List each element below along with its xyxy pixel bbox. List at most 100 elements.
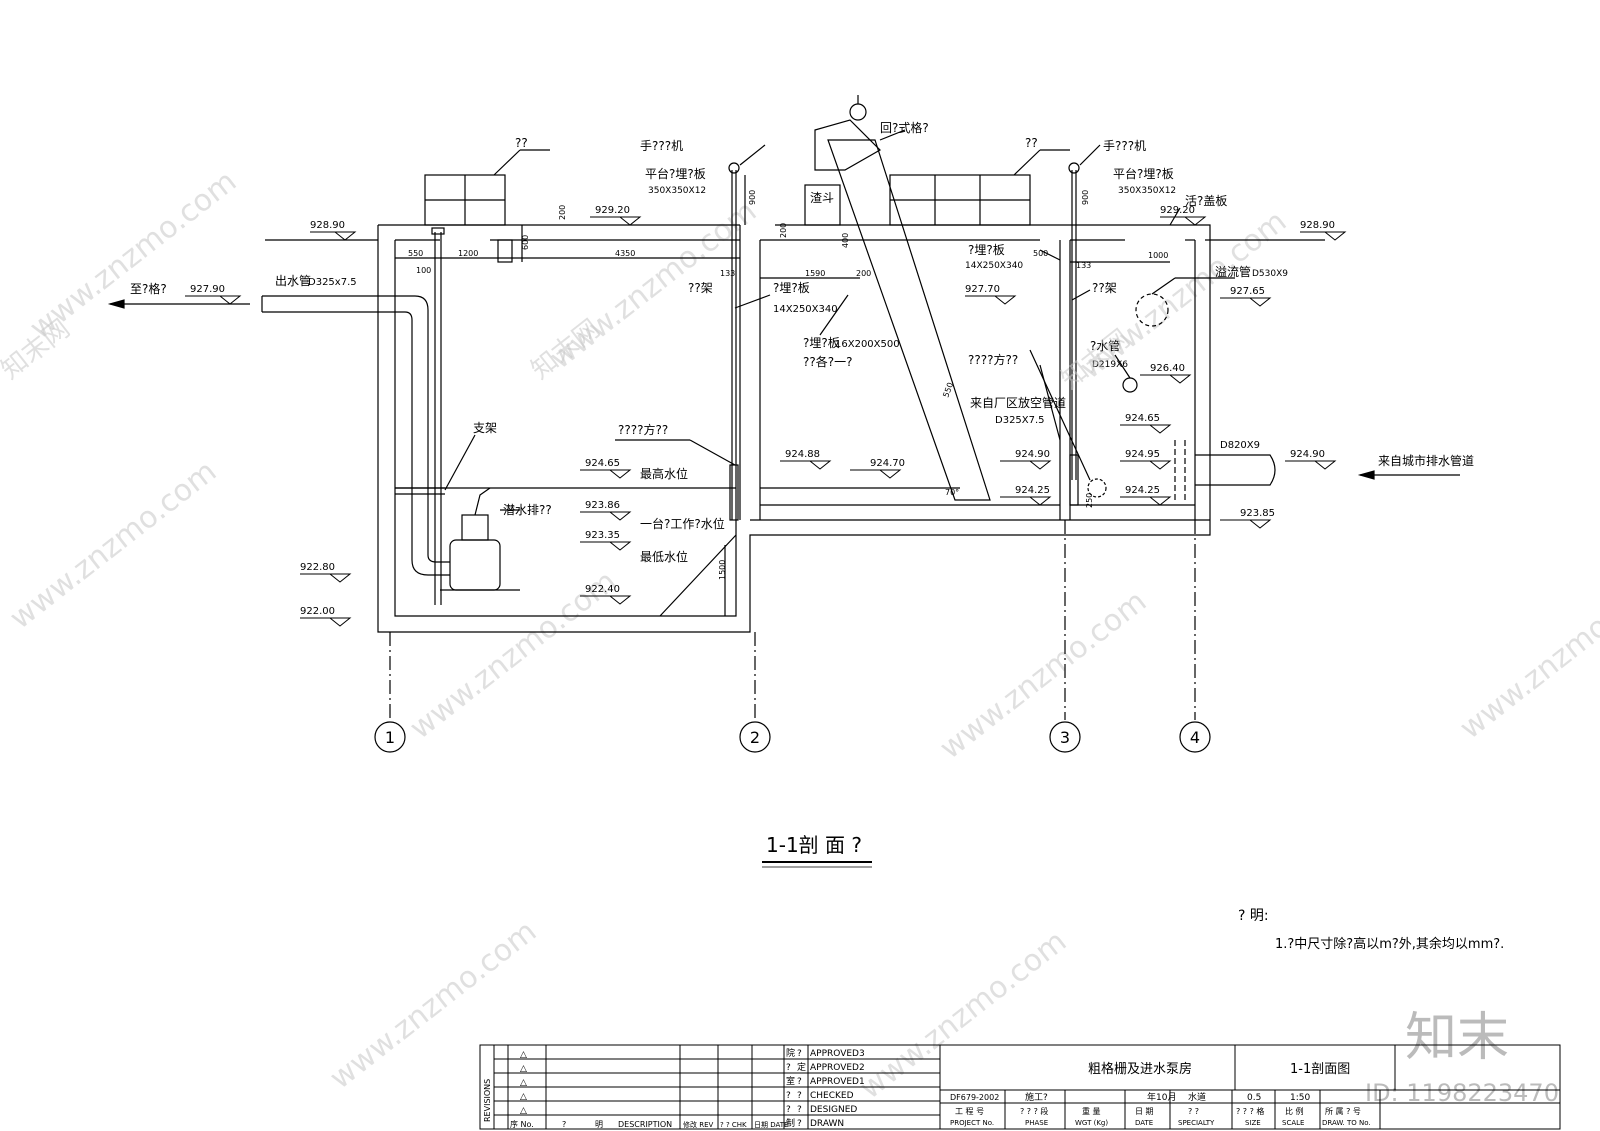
elev-screen-in: 924.90: [1015, 449, 1050, 460]
dim-500: 500: [1033, 249, 1048, 258]
axis-label-4: 4: [1190, 728, 1200, 747]
label-drain: 来自厂区放空管道: [970, 395, 1066, 410]
label-work-water: 一台?工作?水位: [640, 516, 725, 531]
tb-lbl-phase-en: PHASE: [1025, 1119, 1048, 1127]
label-inlet-size: D820X9: [1220, 440, 1260, 451]
tb-lbl-drawto-en: DRAW. TO No.: [1322, 1119, 1371, 1127]
label-embed-plate-2: ?埋?板: [968, 243, 1005, 257]
elev-outlet-pipe: 927.90: [190, 284, 225, 295]
dim-133b: 133: [1076, 261, 1091, 270]
dim-70: 70°: [945, 488, 959, 497]
tb-lbl-phase: ? ? ? 段: [1020, 1106, 1048, 1116]
dim-1200: 1200: [458, 249, 478, 258]
tb-lbl-date: 日 期: [1135, 1107, 1154, 1116]
label-pump: 潜水排??: [503, 503, 552, 517]
tb-row-role: APPROVED1: [810, 1077, 865, 1087]
label-frame-2: ??架: [1092, 281, 1117, 295]
label-max-water: 最高水位: [640, 466, 688, 481]
tb-date: 年10月: [1147, 1091, 1176, 1103]
label-steel-2: ????方??: [968, 352, 1018, 367]
elev-channel-2: 924.70: [870, 458, 905, 469]
tb-row-mark2: ?: [797, 1077, 802, 1087]
brand-logo: 知末: [1405, 1008, 1509, 1068]
tb-triangle: △: [520, 1050, 527, 1060]
tb-lbl-specialty-en: SPECIALTY: [1178, 1119, 1215, 1127]
dim-200b: 200: [779, 223, 788, 238]
label-inlet: 来自城市排水管道: [1378, 453, 1474, 468]
elev-ground-left: 928.90: [310, 220, 345, 231]
tb-row-mark2: 定: [797, 1061, 806, 1073]
elev-base-2: 922.00: [300, 606, 335, 617]
tb-lbl-weight: 重 量: [1082, 1106, 1101, 1116]
watermark-text: www.znzmo.com: [3, 454, 223, 636]
tb-triangle: △: [520, 1106, 527, 1116]
tb-triangle: △: [520, 1064, 527, 1074]
elev-pump-floor: 922.40: [585, 584, 620, 595]
dim-550: 550: [408, 249, 423, 258]
tb-triangle: △: [520, 1092, 527, 1102]
dim-250: 250: [1085, 493, 1094, 508]
axis-label-3: 3: [1060, 728, 1070, 747]
tb-row-role: DRAWN: [810, 1119, 844, 1129]
tb-drawing-name: 1-1剖面图: [1290, 1062, 1350, 1077]
dim-200c: 200: [856, 269, 871, 278]
label-drain-size: D325X7.5: [995, 415, 1045, 426]
elev-max-water: 924.65: [585, 458, 620, 469]
tb-hdr-no: 序 No.: [510, 1119, 534, 1129]
tb-revisions: REVISIONS: [483, 1079, 492, 1122]
label-embed-plate-3-size: 16X200X500: [835, 339, 900, 350]
label-screen: 回?式格?: [880, 120, 929, 135]
tb-row-mark: ?: [786, 1063, 791, 1073]
elev-top-deck-right: 929.20: [1160, 205, 1195, 216]
tb-row-mark2: ?: [797, 1119, 802, 1129]
tb-row-mark: 室: [786, 1075, 795, 1087]
dim-200: 200: [558, 205, 567, 220]
label-embed-plate-3-note: ??各?一?: [803, 354, 852, 369]
label-water-pipe: ?水管: [1090, 338, 1120, 353]
tb-hdr-date: 日期 DATE: [754, 1121, 788, 1129]
dim-1500: 1500: [718, 560, 727, 580]
tb-hdr-q: ?: [562, 1120, 566, 1129]
image-id: ID: 1198223470: [1365, 1079, 1559, 1107]
elev-screen-bottom: 924.25: [1015, 485, 1050, 496]
tb-phase: 施工?: [1025, 1091, 1048, 1103]
label-overflow-pipe: 溢流管: [1215, 264, 1251, 279]
elev-channel-1: 924.88: [785, 449, 820, 460]
tb-lbl-weight-en: WGT (Kg): [1075, 1119, 1108, 1127]
label-embed-plate-1-size: 14X250X340: [773, 304, 838, 315]
tb-row-mark2: ?: [797, 1049, 802, 1059]
tb-row-role: APPROVED3: [810, 1049, 865, 1059]
tb-lbl-specialty: ? ?: [1188, 1107, 1199, 1116]
label-water-pipe-size: D219X6: [1092, 360, 1128, 370]
label-rail-1: ??: [515, 136, 528, 150]
dim-1590: 1590: [805, 269, 825, 278]
tb-row-mark2: ?: [797, 1105, 802, 1115]
tb-row-mark: 院: [786, 1047, 795, 1059]
dim-4350: 4350: [615, 249, 635, 258]
watermark-text: www.znzmo.com: [933, 584, 1153, 766]
elev-water-pipe: 926.40: [1150, 363, 1185, 374]
tb-lbl-project-no: 工 程 号: [955, 1107, 984, 1116]
tb-lbl-project-no-en: PROJECT No.: [950, 1119, 994, 1127]
label-min-water: 最低水位: [640, 549, 688, 564]
axis-label-2: 2: [750, 728, 760, 747]
notes-title: ? 明:: [1238, 908, 1269, 924]
elev-overflow: 927.65: [1230, 286, 1265, 297]
elev-min-water: 923.35: [585, 530, 620, 541]
drawing-title: 1-1剖 面 ?: [766, 833, 862, 857]
elev-work-water: 923.86: [585, 500, 620, 511]
tb-hdr-rev: 修改 REV: [683, 1120, 714, 1129]
tb-lbl-scale: 比 例: [1285, 1106, 1304, 1116]
label-cover: 活?盖板: [1185, 194, 1227, 208]
tb-size: 0.5: [1247, 1093, 1261, 1103]
tb-lbl-date-en: DATE: [1135, 1119, 1153, 1127]
elev-top-deck: 929.20: [595, 205, 630, 216]
dim-600: 600: [521, 235, 530, 250]
label-embed-plate-2-size: 14X250X340: [965, 261, 1023, 271]
tb-lbl-size-en: SIZE: [1245, 1119, 1261, 1127]
label-outlet-pipe-size: D325x7.5: [308, 277, 357, 288]
label-rail-2: ??: [1025, 136, 1038, 150]
label-to-screen: 至?格?: [130, 281, 167, 296]
tb-row-role: DESIGNED: [810, 1105, 857, 1115]
